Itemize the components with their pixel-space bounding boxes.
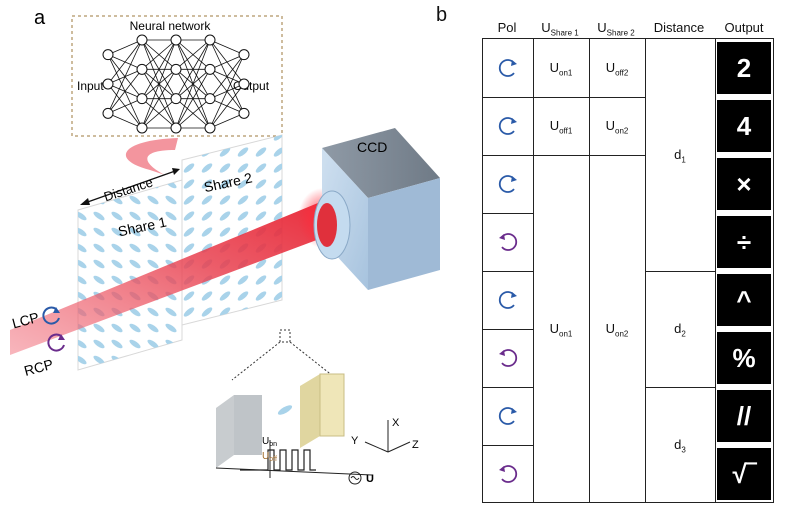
neural-network-diagram: Neural network Input Output (71, 15, 283, 137)
rcp-circle-icon (47, 333, 65, 352)
panel-a-label: a (34, 7, 46, 29)
network-edge (175, 39, 211, 70)
header-u-share2: UShare 2 (597, 20, 635, 38)
network-node (136, 122, 148, 134)
network-edge (209, 54, 245, 129)
u-source-label: U (366, 473, 374, 485)
network-node (170, 93, 182, 105)
network-edge (141, 39, 177, 129)
network-edge (107, 39, 143, 85)
network-edge (107, 98, 143, 114)
panel-a-illustration: a Neural network Input Output Distance S… (10, 7, 440, 485)
output-tile: % (717, 332, 771, 384)
pixel-inset: Uon Uoff U (215, 373, 374, 485)
feedback-arrow (125, 138, 178, 175)
lcp-circle-icon (42, 306, 60, 325)
output-tile: × (717, 158, 771, 210)
output-tile: 4 (717, 100, 771, 152)
rcp-icon (499, 465, 518, 483)
network-node (204, 63, 216, 75)
network-input-label: Input (77, 79, 104, 93)
network-node (238, 49, 250, 61)
u-share2-cell: Uon2 (605, 321, 629, 339)
network-edge (175, 39, 211, 99)
header-u-share1: UShare 1 (541, 20, 579, 38)
panel-b-label: b (436, 4, 448, 26)
output-tile: // (717, 390, 771, 442)
network-node (136, 93, 148, 105)
network-node (136, 34, 148, 46)
network-node (170, 122, 182, 134)
lcp-icon (498, 291, 517, 309)
network-node (102, 49, 114, 61)
network-node (102, 78, 114, 90)
axis-x-label: X (392, 417, 400, 429)
network-edge (175, 39, 211, 129)
lcp-icon (498, 59, 517, 77)
distance-cell: d3 (674, 437, 686, 455)
header-distance: Distance (653, 20, 705, 35)
u-share1-cell: Uoff1 (549, 118, 573, 136)
output-tile: √‾ (717, 448, 771, 500)
axis-y-label: Y (351, 435, 359, 447)
zoom-indicator (231, 329, 339, 381)
network-edge (209, 54, 245, 99)
network-edge (141, 39, 177, 70)
u-off-label: Uoff (262, 451, 277, 463)
output-tile: ^ (717, 274, 771, 326)
lcp-icon (498, 407, 517, 425)
header-pol: Pol (497, 20, 517, 35)
header-output: Output (724, 20, 764, 35)
neural-network-title: Neural network (130, 19, 212, 33)
network-node (170, 34, 182, 46)
output-tile: 2 (717, 42, 771, 94)
network-node (238, 107, 250, 119)
u-share2-cell: Uon2 (605, 118, 629, 136)
axis-z-label: Z (412, 439, 419, 451)
network-edge (209, 54, 245, 70)
distance-cell: d1 (674, 147, 686, 165)
network-edge (141, 98, 177, 129)
u-share1-cell: Uon1 (549, 60, 573, 78)
u-share1-cell: Uon1 (549, 321, 573, 339)
network-edge (107, 69, 143, 114)
laser-beam (10, 198, 330, 355)
rcp-icon (499, 349, 518, 367)
network-edge (209, 112, 245, 129)
distance-cell: d2 (674, 321, 686, 339)
rcp-label: RCP (22, 356, 55, 379)
network-edge (175, 69, 211, 129)
network-node (204, 93, 216, 105)
network-edge (209, 83, 245, 129)
network-node (136, 63, 148, 75)
table-grid: Uon1 Uoff1 Uon1 Uoff2 Uon2 Uon2 d1 d2 d3… (482, 38, 774, 503)
network-edge (175, 98, 211, 129)
network-node (238, 78, 250, 90)
network-node (204, 122, 216, 134)
network-edge (107, 112, 143, 129)
lcp-label: LCP (10, 309, 40, 332)
network-edge (141, 39, 177, 99)
network-node (170, 63, 182, 75)
ccd-label: CCD (357, 139, 387, 155)
lcp-icon (498, 117, 517, 135)
network-edge (141, 69, 177, 129)
network-edge (107, 39, 143, 56)
network-node (204, 34, 216, 46)
lcp-icon (498, 175, 517, 193)
ccd-camera: CCD (313, 128, 440, 290)
u-on-label: Uon (262, 436, 277, 448)
output-tile: ÷ (717, 216, 771, 268)
network-edge (107, 39, 143, 114)
rcp-icon (499, 233, 518, 251)
u-share2-cell: Uoff2 (605, 60, 629, 78)
network-node (102, 107, 114, 119)
axis-indicator (364, 420, 411, 453)
network-edge (209, 39, 245, 56)
